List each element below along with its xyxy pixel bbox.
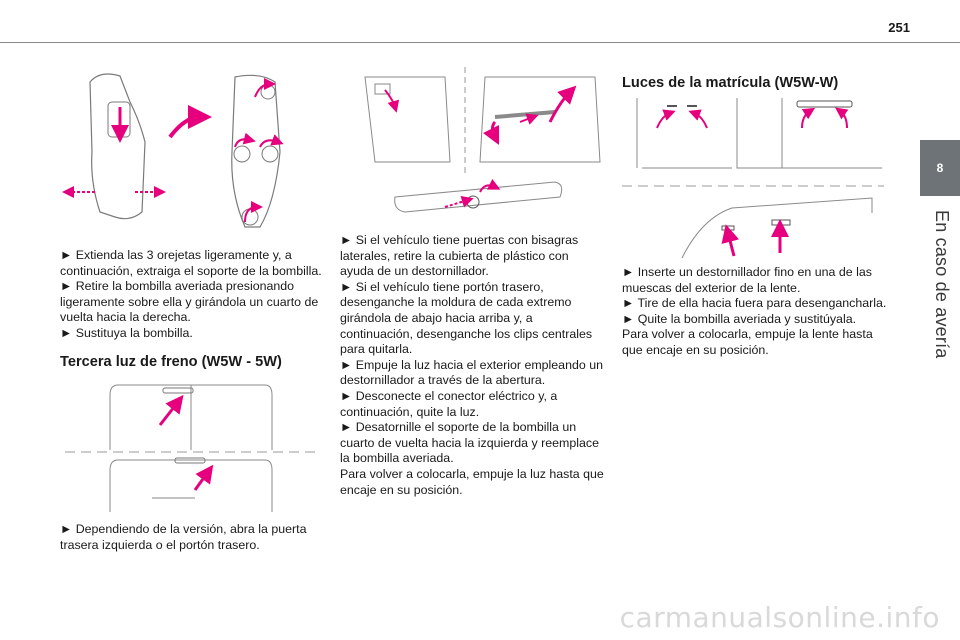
step-insert-screwdriver: ► Inserte un destornillador fino en una … — [622, 265, 872, 295]
step-open-rear-door: ► Dependiendo de la versión, abra la pue… — [60, 522, 307, 552]
column-3-text: ► Inserte un destornillador fino en una … — [622, 265, 890, 359]
header-rule — [0, 42, 960, 43]
column-2-text: ► Si el vehículo tiene puertas con bisag… — [340, 233, 605, 498]
rear-door-figure — [60, 380, 320, 515]
step-push-light: ► Empuje la luz hacia el exterior emplea… — [340, 357, 603, 388]
step-remove-cover: ► Si el vehículo tiene puertas con bisag… — [340, 233, 579, 279]
step-replace-bulb: ► Sustituya la bombilla. — [60, 325, 193, 340]
section-heading-third-brake-light: Tercera luz de freno (W5W - 5W) — [60, 354, 282, 370]
page-number: 251 — [888, 20, 910, 35]
third-brake-light-section: Tercera luz de freno (W5W - 5W) — [60, 354, 322, 371]
licence-plate-figure — [622, 98, 884, 258]
step-unscrew-holder: ► Desatornille el soporte de la bombilla… — [340, 420, 599, 466]
column-1-outro: ► Dependiendo de la versión, abra la pue… — [60, 522, 322, 553]
step-refit-lens: Para volver a colocarla, empuje la lente… — [622, 327, 873, 357]
tail-lamp-illustration — [62, 73, 284, 228]
brake-light-removal-figure — [345, 62, 603, 227]
step-pull-out-lens: ► Tire de ella hacia fuera para desengan… — [622, 296, 887, 311]
rear-door-illustration — [65, 384, 315, 512]
tail-lamp-figure — [60, 62, 300, 237]
column-1-intro: ► Extienda las 3 orejetas ligeramente y,… — [60, 248, 322, 342]
step-refit-light: Para volver a colocarla, empuje la luz h… — [340, 466, 604, 497]
step-unclip-moulding: ► Si el vehículo tiene portón trasero, d… — [340, 279, 593, 357]
watermark: carmanualsonline.info — [619, 601, 940, 634]
step-extend-tabs: ► Extienda las 3 orejetas ligeramente y,… — [60, 248, 322, 278]
licence-plate-illustration — [622, 98, 884, 258]
brake-light-removal-illustration — [364, 67, 601, 213]
section-heading-licence-plate: Luces de la matrícula (W5W-W) — [622, 75, 839, 91]
step-replace-plate-bulb: ► Quite la bombilla averiada y sustitúya… — [622, 311, 857, 326]
chapter-title: En caso de avería — [932, 210, 952, 359]
licence-plate-section: Luces de la matrícula (W5W-W) — [622, 75, 892, 92]
chapter-number: 8 — [936, 161, 944, 175]
chapter-tab: 8 — [920, 140, 960, 196]
step-remove-bulb: ► Retire la bombilla averiada presionand… — [60, 279, 319, 325]
step-disconnect-connector: ► Desconecte el conector eléctrico y, a … — [340, 388, 558, 419]
